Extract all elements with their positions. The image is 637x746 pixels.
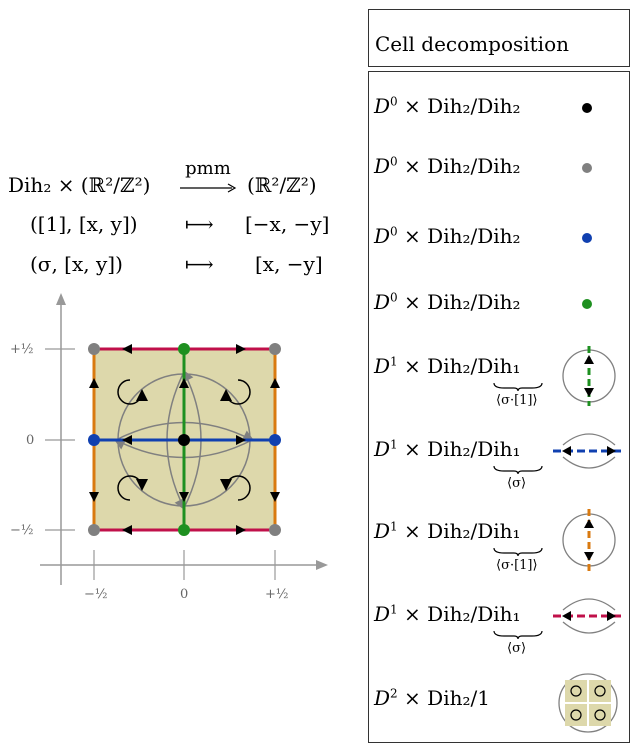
stabilizer-generator: ⟨σ·[1]⟩ xyxy=(496,393,538,408)
stabilizer-generator: ⟨σ·[1]⟩ xyxy=(496,558,538,573)
brace-icon xyxy=(493,630,543,640)
panel-title: Cell decomposition xyxy=(375,32,569,56)
cell-label: D0 × Dih₂/Dih₂ xyxy=(374,154,521,178)
rule-2-mapsto: ⟼ xyxy=(185,252,214,276)
unit-cell-diagram: +½ 0 −½ −½ 0 +½ xyxy=(10,293,328,602)
x-tick-plus-half: +½ xyxy=(265,587,289,602)
dot-black-icon xyxy=(582,103,592,113)
cell-label: D0 × Dih₂/Dih₂ xyxy=(374,224,521,248)
rule-2-input: (σ, [x, y]) xyxy=(30,252,123,276)
map-arrow: pmm xyxy=(178,158,238,198)
x-tick-minus-half: −½ xyxy=(84,587,108,602)
vertex-gray-tl xyxy=(88,343,100,355)
map-lhs: Dih₂ × (ℝ²/ℤ²) xyxy=(8,173,151,197)
y-tick-zero: 0 xyxy=(26,433,34,448)
vertex-gray-br xyxy=(269,524,281,536)
dot-gray-icon xyxy=(582,163,592,173)
y-axis-arrow-icon xyxy=(56,293,66,305)
x-tick-zero: 0 xyxy=(180,587,188,602)
cell-label: D2 × Dih₂/1 xyxy=(374,686,490,710)
cell-label: D1 × Dih₂/Dih₁ xyxy=(374,354,521,378)
vertex-blue-left xyxy=(88,434,100,446)
cell-decomposition-panel: D0 × Dih₂/Dih₂ D0 × Dih₂/Dih₂ D0 × Dih₂/… xyxy=(368,71,630,743)
stabilizer-generator: ⟨σ⟩ xyxy=(507,476,527,491)
edge-arrowheads xyxy=(89,344,280,535)
edge-blue-horizontal-icon xyxy=(553,433,625,469)
map-rhs: (ℝ²/ℤ²) xyxy=(247,173,317,197)
cell-label: D0 × Dih₂/Dih₂ xyxy=(374,290,521,314)
vertex-blue-right xyxy=(269,434,281,446)
brace-icon xyxy=(493,465,543,475)
x-axis-arrow-icon xyxy=(316,560,328,570)
panel-header: Cell decomposition xyxy=(368,9,630,67)
cell-label: D1 × Dih₂/Dih₁ xyxy=(374,437,521,461)
vertex-gray-bl xyxy=(88,524,100,536)
cell-label: D0 × Dih₂/Dih₂ xyxy=(374,94,521,118)
rule-1-mapsto: ⟼ xyxy=(185,212,214,236)
y-tick-plus-half: +½ xyxy=(10,342,34,357)
y-tick-minus-half: −½ xyxy=(10,523,34,538)
long-arrow-icon xyxy=(180,183,237,193)
map-arrow-label: pmm xyxy=(185,158,231,179)
vertex-green-top xyxy=(178,343,190,355)
dot-green-icon xyxy=(582,299,592,309)
vertex-gray-tr xyxy=(269,343,281,355)
face-square-icon xyxy=(558,673,618,733)
edge-red-horizontal-icon xyxy=(553,598,625,634)
stabilizer-generator: ⟨σ⟩ xyxy=(507,641,527,656)
brace-icon xyxy=(493,547,543,557)
brace-icon xyxy=(493,382,543,392)
edge-green-vertical-icon xyxy=(562,346,616,406)
dot-blue-icon xyxy=(582,233,592,243)
vertex-black-center xyxy=(178,434,190,446)
rule-1-input: ([1], [x, y]) xyxy=(30,212,138,236)
rule-1-output: [−x, −y] xyxy=(245,212,330,236)
vertex-green-bottom xyxy=(178,524,190,536)
face-rotation-icons xyxy=(117,379,251,501)
cell-label: D1 × Dih₂/Dih₁ xyxy=(374,602,521,626)
edge-orange-vertical-icon xyxy=(562,509,616,571)
cell-label: D1 × Dih₂/Dih₁ xyxy=(374,519,521,543)
rule-2-output: [x, −y] xyxy=(255,252,323,276)
